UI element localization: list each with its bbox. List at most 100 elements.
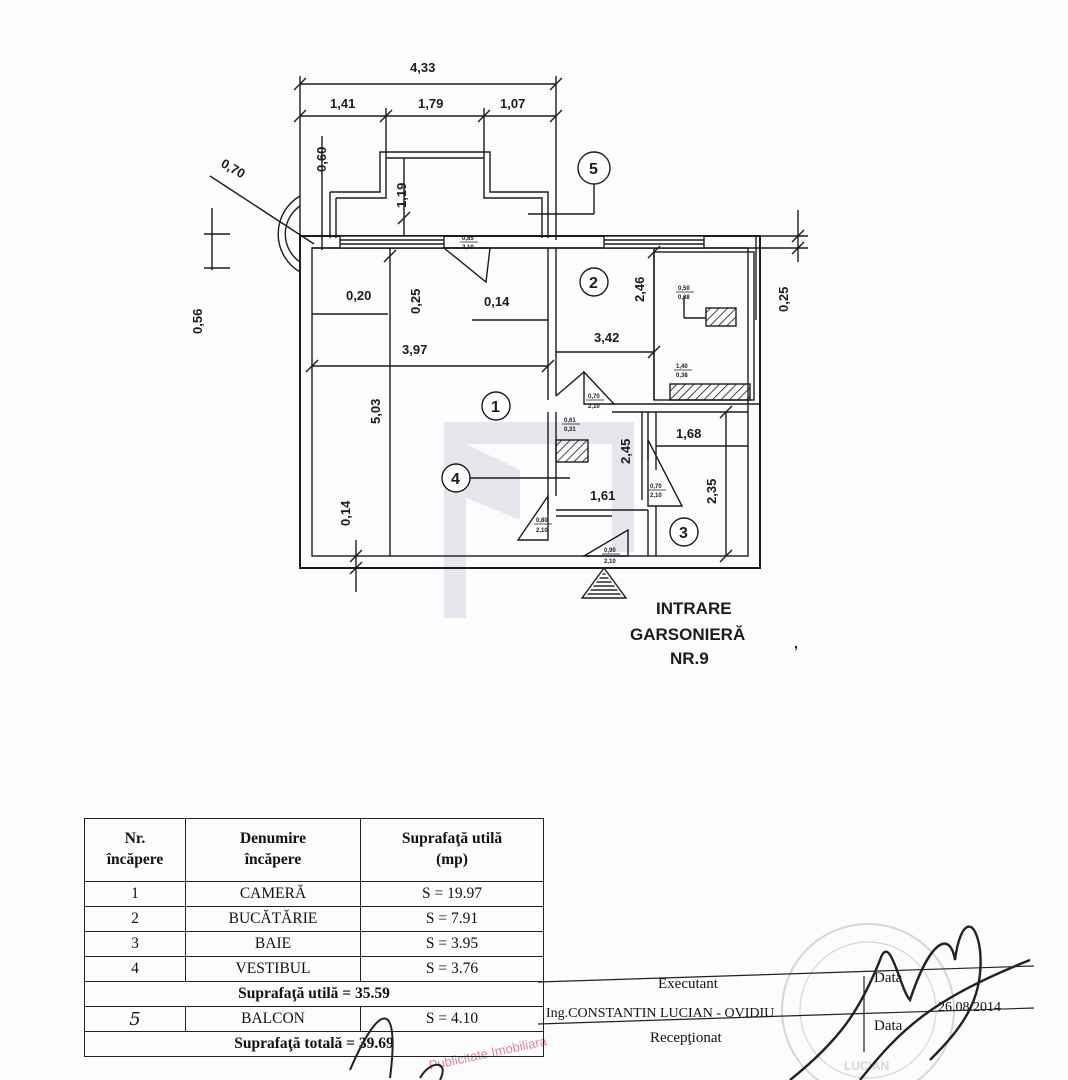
date-label-2: Data — [874, 1018, 903, 1034]
door-room — [516, 493, 549, 541]
svg-text:1,40: 1,40 — [676, 364, 688, 370]
svg-text:0,70: 0,70 — [650, 484, 662, 490]
cell-area: S = 3.95 — [360, 931, 544, 957]
room-marker-3 — [669, 517, 699, 547]
cell-name: BAIE — [185, 931, 361, 957]
cell-area: S = 3.76 — [360, 956, 544, 982]
dim-room3-width: 1,68 — [676, 426, 701, 441]
util-total-row: Suprafaţă utilă = 35.59 — [84, 981, 544, 1007]
svg-text:2,10: 2,10 — [536, 528, 548, 534]
entry-marker — [580, 566, 628, 599]
door-bath — [647, 439, 684, 507]
svg-text:0,80: 0,80 — [536, 518, 548, 524]
dim-room3-depth: 2,35 — [704, 479, 719, 504]
svg-text:0,38: 0,38 — [678, 295, 690, 301]
bay-window-outline — [330, 151, 549, 238]
executant-name: Ing.CONSTANTIN LUCIAN - OVIDIU — [546, 1006, 775, 1021]
cell-nr: 5 — [84, 1006, 186, 1032]
date-value: 26.08.2014 — [938, 1000, 1001, 1015]
table-row: 1 CAMERĂ S = 19.97 — [84, 881, 544, 907]
label-entry-door: 0,90 2,10 — [602, 548, 620, 565]
cell-name: CAMERĂ — [185, 881, 361, 907]
svg-text:0,38: 0,38 — [676, 373, 688, 379]
label-room-door: 0,80 2,10 — [534, 518, 552, 534]
header-room-number: Nr.încăpere — [84, 818, 186, 882]
svg-text:2,10: 2,10 — [604, 559, 616, 565]
window-room1 — [339, 235, 445, 249]
dim-wall-top-left: 0,25 — [408, 289, 423, 314]
dim-room4-depth: 2,45 — [618, 439, 633, 464]
balcony-arc — [277, 195, 301, 273]
table-row: 3 BAIE S = 3.95 — [84, 931, 544, 957]
cell-nr: 4 — [84, 956, 186, 982]
util-total: Suprafaţă utilă = 35.59 — [84, 981, 544, 1007]
svg-text:2,10: 2,10 — [462, 245, 474, 251]
grand-total-row: Suprafaţă totală = 39.69 — [84, 1031, 544, 1057]
dim-overall-width: 4,33 — [410, 60, 435, 75]
cell-name: BUCĂTĂRIE — [185, 906, 361, 932]
room-marker-1 — [481, 391, 511, 421]
svg-text:0,31: 0,31 — [564, 427, 576, 433]
entrance-label-line2: GARSONIERĂ — [630, 625, 745, 644]
dim-segment-left: 1,41 — [330, 96, 355, 111]
svg-text:0,50: 0,50 — [678, 286, 690, 292]
svg-text:0,70: 0,70 — [588, 394, 600, 400]
dim-wall-left: 0,20 — [346, 288, 371, 303]
dim-segment-right: 1,07 — [500, 96, 525, 111]
cell-nr: 3 — [84, 931, 186, 957]
room-number-5: 5 — [589, 161, 598, 178]
label-kitchen-window: 0,50 0,38 — [676, 286, 694, 301]
grand-total: Suprafaţă totală = 39.69 — [84, 1031, 544, 1057]
room-number-4: 4 — [451, 471, 460, 488]
room-number-3: 3 — [679, 525, 688, 542]
label-balcony-door: 0,85 2,10 — [460, 236, 478, 251]
dim-wall-partition: 0,14 — [484, 294, 510, 309]
cell-name: BALCON — [185, 1006, 361, 1032]
cell-area: S = 19.97 — [360, 881, 544, 907]
cell-area: S = 7.91 — [360, 906, 544, 932]
dim-bay-depth: 1,19 — [394, 183, 409, 208]
table-row: 2 BUCĂTĂRIE S = 7.91 — [84, 906, 544, 932]
svg-text:2,10: 2,10 — [650, 493, 662, 499]
dim-room2-width: 3,42 — [594, 330, 619, 345]
door-kitchen — [583, 370, 616, 405]
svg-text:0,85: 0,85 — [462, 236, 474, 242]
dim-wall-right: 0,25 — [776, 287, 791, 312]
svg-text:2,10: 2,10 — [588, 404, 600, 410]
label-kitchen-counter: 1,40 0,38 — [674, 364, 692, 379]
window-kitchen — [603, 235, 705, 249]
entrance-label-line3: NR.9 — [670, 649, 709, 668]
table-row: 4 VESTIBUL S = 3.76 — [84, 956, 544, 982]
date-label: Data — [874, 970, 903, 986]
door-balcony — [442, 247, 491, 284]
cell-area: S = 4.10 — [360, 1006, 544, 1032]
dim-balcony-radius: 0,70 — [219, 156, 248, 182]
stray-mark: , — [794, 635, 798, 651]
cell-nr: 2 — [84, 906, 186, 932]
dim-room1-depth: 5,03 — [368, 399, 383, 424]
label-closet: 0,61 0,31 — [562, 418, 580, 433]
label-kitchen-door: 0,70 2,10 — [586, 394, 604, 410]
executant-label: Executant — [658, 976, 718, 992]
svg-text:0,61: 0,61 — [564, 418, 576, 424]
signature-block: Executant Ing.CONSTANTIN LUCIAN - OVIDIU… — [538, 962, 1034, 1058]
room-number-2: 2 — [589, 275, 598, 292]
svg-text:0,90: 0,90 — [604, 548, 616, 554]
svg-text:LUCIAN: LUCIAN — [844, 1059, 889, 1073]
dim-balcony-side: 0,56 — [190, 309, 205, 334]
label-bath-door: 0,70 2,10 — [648, 484, 666, 499]
dim-segment-middle: 1,79 — [418, 96, 443, 111]
dim-room1-width: 3,97 — [402, 342, 427, 357]
receptionat-label: Recepţionat — [650, 1030, 722, 1046]
room-number-1: 1 — [491, 399, 500, 416]
dim-bay-top: 0,60 — [314, 147, 329, 172]
dim-wall-bottom: 0,14 — [338, 500, 353, 526]
dim-room4-width: 1,61 — [590, 488, 615, 503]
door-entry — [581, 528, 629, 557]
room-marker-2 — [579, 267, 609, 297]
balcony-row: 5 BALCON S = 4.10 — [84, 1006, 544, 1032]
entrance-label-line1: INTRARE — [656, 599, 732, 618]
